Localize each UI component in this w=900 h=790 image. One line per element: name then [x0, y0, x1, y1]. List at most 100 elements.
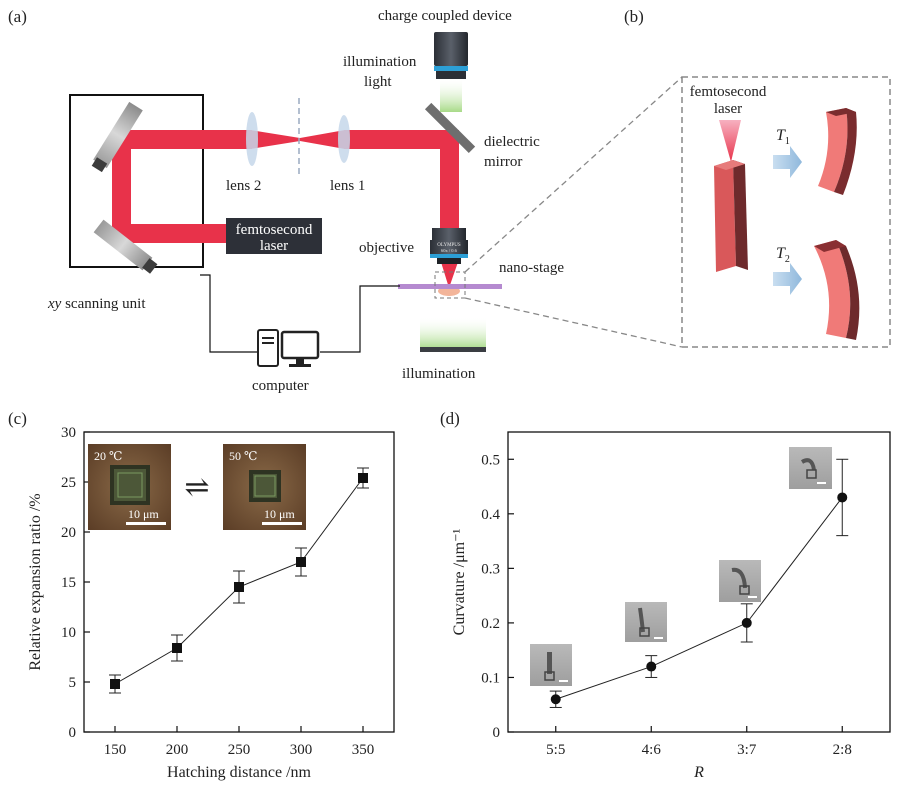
inset-50c-scale: 10 μm: [264, 507, 295, 521]
xy-italic: xy: [47, 296, 62, 312]
inset-20c-temp: 20 ℃: [94, 449, 122, 463]
ccd-camera: [434, 32, 468, 79]
illumination-light-label-1: illumination: [343, 54, 417, 70]
y-tick-label: 0.5: [481, 452, 500, 468]
scanning-unit-text: scanning unit: [61, 296, 146, 312]
inset-50c-temp: 50 ℃: [229, 449, 257, 463]
data-point: [646, 661, 657, 672]
galvo-mirror-top: [91, 101, 143, 173]
x-tick-label: 300: [290, 742, 313, 758]
data-point: [172, 643, 182, 653]
dielectric-mirror-label-1: dielectric: [484, 134, 540, 150]
inset-20c: 20 ℃ 10 μm: [88, 444, 171, 530]
cable-scanner-computer: [200, 274, 258, 353]
panel-a: (a) femtosecond laser: [8, 7, 564, 394]
pillar-bent-t1: [818, 108, 857, 195]
panel-c-label: (c): [8, 409, 27, 428]
scanning-unit-label-xy: xy scanning unit: [47, 296, 146, 312]
y-tick-label: 0.1: [481, 670, 500, 686]
y-tick-label: 10: [61, 625, 76, 641]
inset-ratio-2-8: [789, 447, 832, 489]
laser-focus-cone: [719, 120, 741, 162]
lens-2: [246, 112, 258, 166]
y-tick-label: 15: [61, 575, 76, 591]
t1-sub: 1: [785, 136, 790, 147]
data-point: [741, 617, 752, 628]
y-tick-label: 0.3: [481, 561, 500, 577]
series-line: [555, 497, 843, 700]
y-axis-label: Relative expansion ratio /%: [27, 493, 44, 670]
panel-b-label: (b): [624, 7, 644, 26]
nano-stage-label: nano-stage: [499, 260, 564, 276]
t2-main: T: [776, 245, 786, 262]
plot-frame: [507, 431, 891, 733]
arrow-t1: [773, 146, 802, 178]
data-point: [296, 557, 306, 567]
inset-50c: 50 ℃ 10 μm: [223, 444, 306, 530]
x-tick-label: 200: [166, 742, 189, 758]
y-tick-label: 5: [69, 675, 77, 691]
x-tick-label: 3:7: [737, 742, 757, 758]
computer-icon: [257, 329, 320, 367]
arrow-t2: [773, 263, 802, 295]
laser-source-label-2: laser: [260, 238, 288, 254]
x-tick-label: 2:8: [833, 742, 852, 758]
x-tick-label: 150: [104, 742, 127, 758]
x-tick-label: 5:5: [546, 742, 565, 758]
zoom-panel-frame: [681, 76, 891, 348]
panel-d-label: (d): [440, 409, 460, 428]
zoom-line-bottom: [464, 297, 683, 348]
panel-b: (b) femtosecond laser T1 T2: [464, 7, 891, 348]
x-axis-label: Hatching distance /nm: [167, 764, 312, 781]
x-tick-label: 250: [228, 742, 251, 758]
t1-main: T: [776, 127, 786, 144]
cable-computer-stage: [320, 285, 400, 353]
data-point: [110, 679, 120, 689]
panel-a-label: (a): [8, 7, 27, 26]
objective-label: objective: [359, 240, 414, 256]
illumination-label: illumination: [402, 366, 476, 382]
lens-2-label: lens 2: [226, 178, 261, 194]
panel-c: (c) 0 5 10 15 20 25 30 150 200 250 300 350Hatching …: [8, 409, 395, 781]
y-axis-label: Curvature /μm⁻¹: [451, 528, 468, 635]
pillar-straight: [714, 160, 748, 272]
inset-20c-scale: 10 μm: [128, 507, 159, 521]
inset-ratio-4-6: [625, 602, 667, 642]
illumination-light-beam: [440, 80, 462, 112]
zoom-box: [434, 271, 466, 299]
computer-label: computer: [252, 378, 309, 394]
x-tick-label: 4:6: [642, 742, 662, 758]
inset-ratio-5-5: [530, 644, 572, 686]
nano-stage: [398, 284, 502, 289]
pillar-bent-t2: [814, 240, 860, 340]
y-tick-label: 25: [61, 475, 76, 491]
zoom-laser-label-2: laser: [714, 101, 742, 117]
femtosecond-laser-source: [226, 218, 322, 254]
y-tick-label: 0: [69, 725, 77, 741]
galvo-mirror-bottom: [93, 219, 158, 274]
laser-beam: [112, 130, 459, 288]
y-tick-label: 30: [61, 425, 76, 441]
y-tick-label: 0.4: [481, 507, 500, 523]
x-axis-label: R: [693, 764, 704, 781]
data-point: [234, 582, 244, 592]
y-tick-label: 20: [61, 525, 76, 541]
x-tick-label: 350: [352, 742, 375, 758]
objective-lens: OLYMPUS 60x / 0.6: [430, 228, 468, 264]
illumination-source: [420, 347, 486, 352]
dielectric-mirror: [424, 102, 476, 154]
lens-1-label: lens 1: [330, 178, 365, 194]
objective-engraving-2: 60x / 0.6: [441, 248, 458, 253]
reversible-arrows: ⇌: [184, 471, 209, 504]
illumination-light-label-2: light: [364, 74, 392, 90]
zoom-line-top: [464, 76, 683, 273]
y-tick-label: 0: [493, 725, 501, 741]
t1-label: T1: [776, 127, 790, 147]
zoom-laser-label-1: femtosecond: [690, 84, 767, 100]
data-point: [358, 473, 368, 483]
t2-label: T2: [776, 245, 790, 265]
illumination-glow: [420, 318, 486, 348]
